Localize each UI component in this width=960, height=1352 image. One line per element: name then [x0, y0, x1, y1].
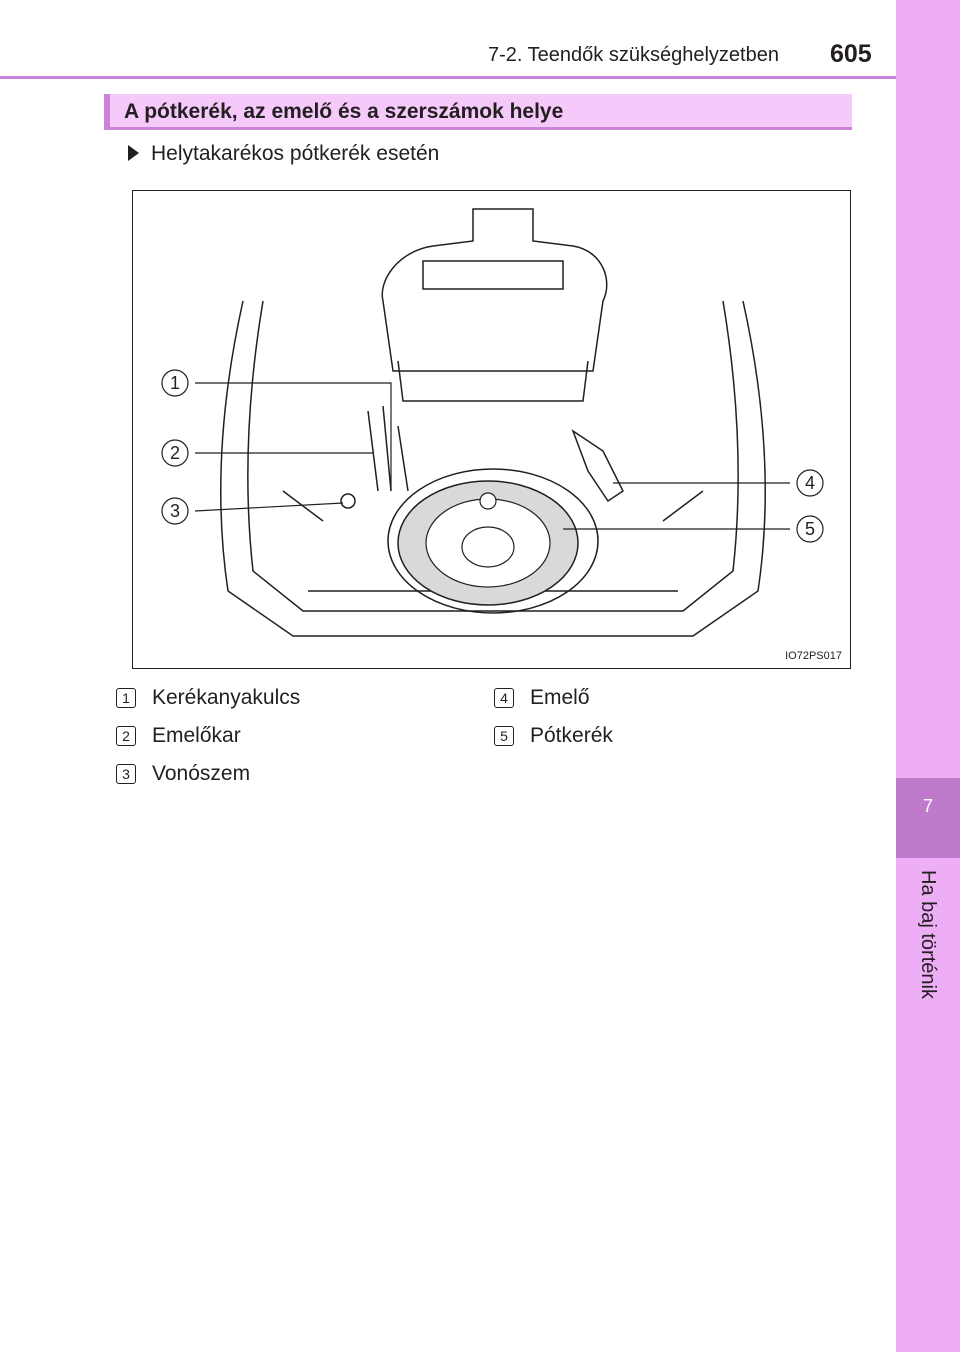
- legend-label: Emelő: [530, 686, 590, 709]
- bullet-item: Helytakarékos pótkerék esetén: [128, 142, 439, 166]
- wheel-hub: [461, 526, 515, 568]
- callout-3: [161, 497, 189, 525]
- legend-label: Emelőkar: [152, 724, 241, 747]
- callout-leaders: [194, 382, 790, 530]
- legend-label: Kerékanyakulcs: [152, 686, 301, 709]
- legend-item-1: 1 Kerékanyakulcs: [116, 686, 300, 710]
- header-rule: [0, 76, 896, 79]
- callout-5: [796, 515, 824, 543]
- running-header-section: 7-2. Teendők szükséghelyzetben: [488, 44, 779, 66]
- bullet-text: Helytakarékos pótkerék esetén: [151, 142, 440, 165]
- figure-code: IO72PS017: [785, 650, 842, 662]
- tire-well: [387, 468, 599, 614]
- trunk-drawing: 1 2 3 4 5: [161, 208, 824, 637]
- callout-4: [796, 469, 824, 497]
- callout-numbers: 1 2 3 4 5: [161, 369, 824, 543]
- chapter-number-box: [896, 778, 960, 858]
- callout-3-text: 3: [170, 501, 180, 521]
- callout-2: [161, 439, 189, 467]
- callout-5-text: 5: [805, 519, 815, 539]
- callout-1: [161, 369, 189, 397]
- tools: [367, 405, 409, 492]
- bullet-arrow-icon: [128, 145, 139, 161]
- section-title: A pótkerék, az emelő és a szerszámok hel…: [124, 100, 564, 123]
- trunk-illustration: 1 2 3 4 5 IO72PS017: [132, 190, 851, 669]
- legend-item-5: 5 Pótkerék: [494, 724, 613, 748]
- chapter-label: Ha baj történik: [917, 870, 939, 999]
- legend-item-4: 4 Emelő: [494, 686, 590, 710]
- legend-label: Pótkerék: [530, 724, 613, 747]
- legend-number: 3: [116, 764, 136, 784]
- chapter-number: 7: [922, 796, 933, 816]
- callout-2-text: 2: [170, 443, 180, 463]
- callout-4-text: 4: [805, 473, 815, 493]
- trunk-opening: [247, 300, 739, 612]
- legend-item-3: 3 Vonószem: [116, 762, 250, 786]
- legend-number: 2: [116, 726, 136, 746]
- floor-board: [381, 208, 608, 372]
- wheel-nut: [479, 492, 497, 510]
- chapter-side-tab: [896, 0, 960, 1352]
- page-number: 605: [830, 40, 872, 68]
- legend-number: 1: [116, 688, 136, 708]
- legend-label: Vonószem: [152, 762, 251, 785]
- legend-number: 4: [494, 688, 514, 708]
- legend-item-2: 2 Emelőkar: [116, 724, 241, 748]
- legend-number: 5: [494, 726, 514, 746]
- car-body-outline: [220, 300, 766, 637]
- jack: [571, 429, 624, 503]
- section-heading-bar: A pótkerék, az emelő és a szerszámok hel…: [104, 94, 852, 130]
- callout-1-text: 1: [170, 373, 180, 393]
